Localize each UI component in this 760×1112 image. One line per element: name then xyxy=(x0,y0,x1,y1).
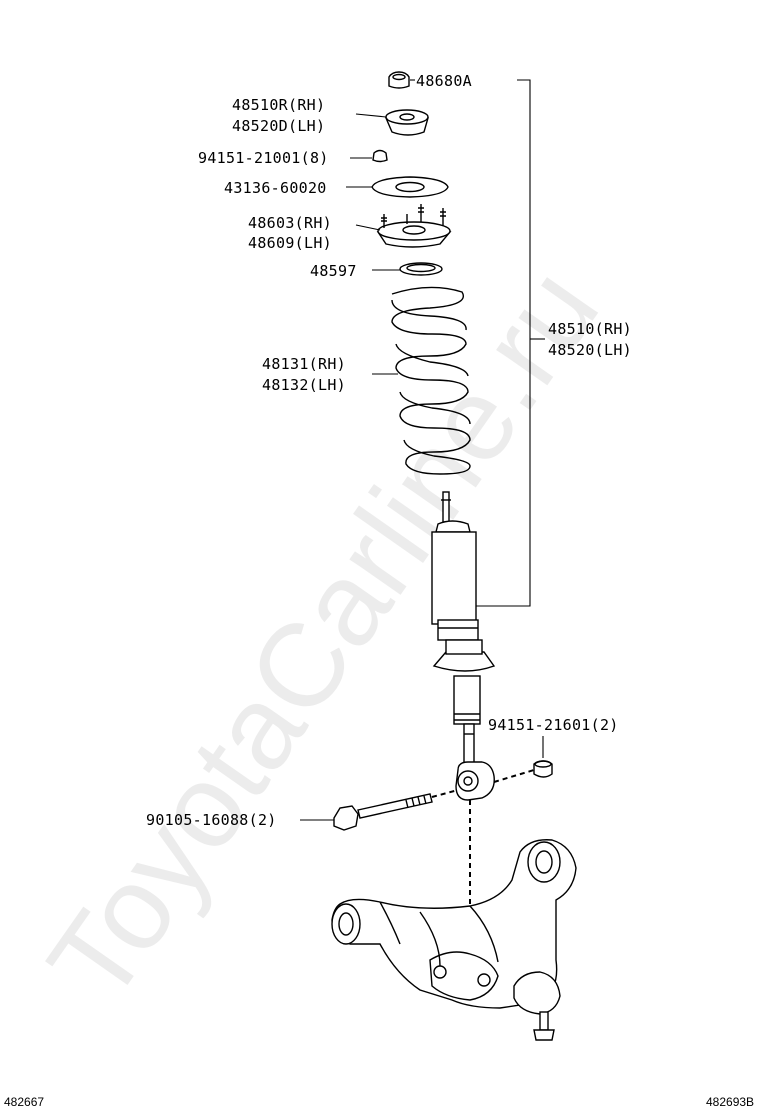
axis-line-nut xyxy=(493,769,535,783)
label-48520d: 48520D(LH) xyxy=(232,117,325,135)
lower-control-arm xyxy=(331,839,577,1041)
label-48680a: 48680A xyxy=(416,72,472,90)
label-43136-60020: 43136-60020 xyxy=(224,179,327,197)
label-48510r: 48510R(RH) xyxy=(232,96,325,114)
label-48132: 48132(LH) xyxy=(262,376,346,394)
cap-48680a xyxy=(388,71,410,89)
coil-spring-48131 xyxy=(391,286,471,475)
gasket-43136-60020 xyxy=(371,176,449,198)
bolt-90105-16088 xyxy=(333,793,433,831)
footer-left-code: 482667 xyxy=(4,1095,44,1109)
axis-line-bolt xyxy=(431,789,459,798)
support-cushion-48510r xyxy=(384,109,429,136)
label-48131: 48131(RH) xyxy=(262,355,346,373)
assembly-bracket-leader xyxy=(475,79,531,607)
leader-48603 xyxy=(355,224,381,231)
label-94151-21601: 94151-21601(2) xyxy=(488,716,619,734)
support-48603 xyxy=(376,204,452,248)
footer-right-code: 482693B xyxy=(706,1095,754,1109)
label-94151-21001: 94151-21001(8) xyxy=(198,149,329,167)
label-48520: 48520(LH) xyxy=(548,341,632,359)
nut-94151-21001 xyxy=(372,149,388,163)
label-48597: 48597 xyxy=(310,262,357,280)
label-48603: 48603(RH) xyxy=(248,214,332,232)
label-48609: 48609(LH) xyxy=(248,234,332,252)
label-90105-16088: 90105-16088(2) xyxy=(146,811,277,829)
label-48510: 48510(RH) xyxy=(548,320,632,338)
nut-94151-21601 xyxy=(533,760,553,778)
leader-48510r xyxy=(355,113,387,118)
lower-eye-bushing xyxy=(455,761,495,801)
shock-absorber xyxy=(431,491,496,767)
spring-seat-48597 xyxy=(399,262,443,276)
